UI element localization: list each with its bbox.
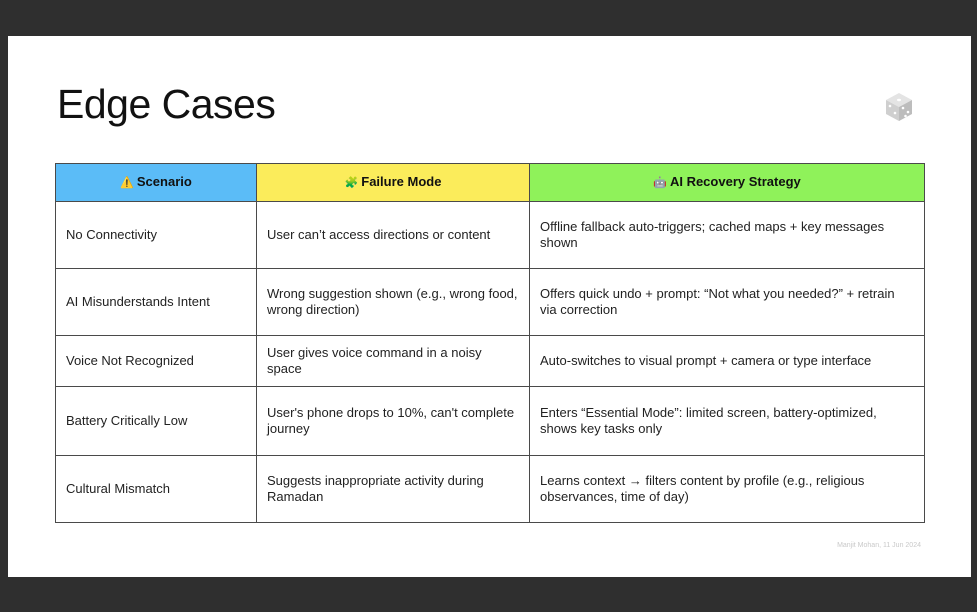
column-header-ai-recovery-strategy: 🤖AI Recovery Strategy: [529, 163, 925, 202]
table-header-row: ⚠️Scenario 🧩Failure Mode 🤖AI Recovery St…: [55, 163, 925, 202]
cell-scenario: Voice Not Recognized: [55, 335, 257, 387]
column-header-label: Failure Mode: [361, 174, 442, 189]
footer-credit: Manjit Mohan, 11 Jun 2024: [837, 542, 921, 549]
robot-icon: 🤖: [653, 177, 667, 189]
column-header-label: AI Recovery Strategy: [669, 174, 801, 189]
column-header-failure-mode: 🧩Failure Mode: [256, 163, 530, 202]
page-title: Edge Cases: [57, 81, 276, 127]
cell-recovery-strategy: Offers quick undo + prompt: “Not what yo…: [529, 268, 925, 336]
table-row: Voice Not Recognized User gives voice co…: [55, 335, 925, 387]
cell-failure-mode: User gives voice command in a noisy spac…: [256, 335, 530, 387]
cell-recovery-strategy: Offline fallback auto-triggers; cached m…: [529, 201, 925, 269]
column-header-scenario: ⚠️Scenario: [55, 163, 257, 202]
table-row: No Connectivity User can’t access direct…: [55, 201, 925, 269]
slide: Edge Cases ⚠️Scenario 🧩Failure Mode: [8, 36, 971, 577]
cell-failure-mode: User can’t access directions or content: [256, 201, 530, 269]
edge-cases-table: ⚠️Scenario 🧩Failure Mode 🤖AI Recovery St…: [55, 163, 925, 523]
cell-failure-mode: Wrong suggestion shown (e.g., wrong food…: [256, 268, 530, 336]
cell-recovery-strategy: Enters “Essential Mode”: limited screen,…: [529, 386, 925, 456]
cell-scenario: Cultural Mismatch: [55, 455, 257, 523]
cell-recovery-strategy: Auto-switches to visual prompt + camera …: [529, 335, 925, 387]
table-row: Battery Critically Low User's phone drop…: [55, 386, 925, 456]
warning-icon: ⚠️: [120, 177, 134, 189]
table-row: Cultural Mismatch Suggests inappropriate…: [55, 455, 925, 523]
cell-scenario: Battery Critically Low: [55, 386, 257, 456]
cell-failure-mode: User's phone drops to 10%, can't complet…: [256, 386, 530, 456]
cell-scenario: No Connectivity: [55, 201, 257, 269]
cell-scenario: AI Misunderstands Intent: [55, 268, 257, 336]
cell-failure-mode: Suggests inappropriate activity during R…: [256, 455, 530, 523]
dice-icon: [886, 93, 912, 121]
column-header-label: Scenario: [136, 174, 192, 189]
cell-recovery-strategy: Learns context → filters content by prof…: [529, 455, 925, 523]
puzzle-icon: 🧩: [344, 177, 359, 189]
table-row: AI Misunderstands Intent Wrong suggestio…: [55, 268, 925, 336]
